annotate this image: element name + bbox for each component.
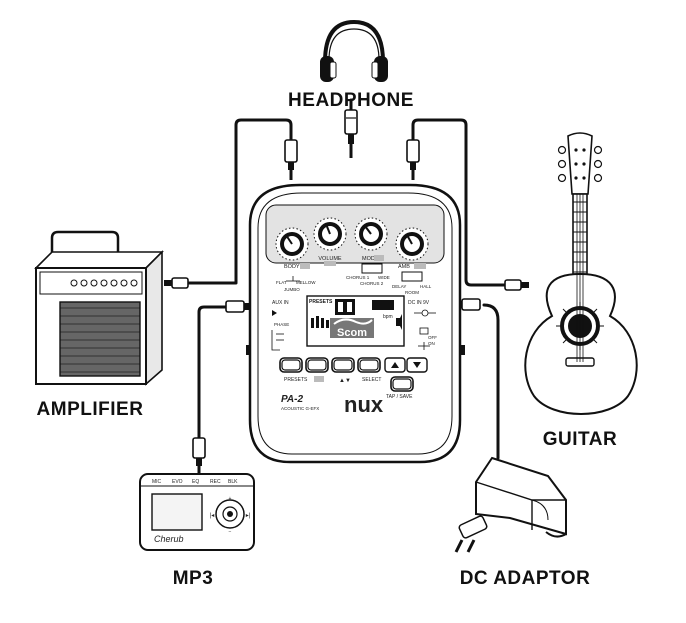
presets-display-label: PRESETS	[309, 299, 333, 305]
chorus2-label: CHORUS 2	[360, 281, 384, 286]
room-label: ROOM	[405, 290, 419, 295]
cable-amplifier	[181, 268, 238, 285]
phase-switch[interactable]	[271, 330, 284, 351]
mp3-button-label: BLK	[228, 479, 238, 485]
cable-right-top	[411, 118, 510, 287]
power-on-label: ON	[428, 341, 435, 346]
knob-amb[interactable]	[395, 227, 429, 261]
knob-body[interactable]	[275, 227, 309, 261]
mp3-label: MP3	[173, 568, 214, 589]
bpm-label: bpm	[383, 314, 393, 320]
knob-label-volume: VOLUME	[318, 256, 342, 262]
select-button[interactable]	[357, 357, 381, 373]
svg-text:+: +	[229, 496, 232, 502]
down-button[interactable]	[406, 357, 428, 373]
plug-guitar	[504, 279, 529, 291]
mp3-player-icon: |◂ ▸| + −	[139, 473, 255, 551]
plug-aux	[225, 300, 252, 313]
aux-in-label: AUX IN	[272, 300, 289, 306]
hall-label: HALL	[420, 284, 432, 289]
mp3-logo: Cherub	[154, 534, 184, 544]
amplifier-icon	[34, 230, 164, 386]
mellow-label: MELLOW	[296, 280, 316, 285]
mp3-button-row: MIC EVO EQ REC BLK	[152, 479, 238, 485]
chorus1-label: CHORUS 1	[346, 275, 370, 280]
cable-left-top	[234, 118, 293, 272]
svg-text:▸|: ▸|	[246, 513, 251, 519]
jumbo-label: JUMBO	[284, 287, 300, 292]
plug-left-top	[284, 139, 298, 180]
wide-label: WIDE	[378, 275, 390, 280]
guitar-label: GUITAR	[543, 429, 617, 450]
plug-mp3	[192, 437, 206, 474]
updown-icon: ▲▼	[339, 378, 351, 384]
tap-save-label: TAP / SAVE	[386, 394, 413, 400]
mp3-button-label: EQ	[192, 479, 199, 485]
knob-label-mod: MOD	[362, 256, 375, 262]
footswitch-button-3[interactable]	[331, 357, 355, 373]
dc-polarity-icon	[414, 309, 436, 317]
knob-label-body: BODY	[284, 264, 300, 270]
footswitch-button-2[interactable]	[305, 357, 329, 373]
phase-label: PHASE	[274, 322, 289, 327]
mp3-button-label: MIC	[152, 479, 162, 485]
aux-in-arrow-icon	[272, 310, 277, 316]
triangle-up-icon	[391, 362, 399, 368]
presets-button-label: PRESETS	[284, 377, 308, 383]
flat-label: FLAT	[276, 280, 287, 285]
guitar-icon	[524, 132, 638, 415]
select-button-label: SELECT	[362, 377, 381, 383]
lcd-display	[306, 295, 405, 347]
amplifier-label: AMPLIFIER	[37, 399, 144, 420]
dc-adaptor-icon	[454, 456, 567, 553]
dc-adaptor-label: DC ADAPTOR	[460, 568, 591, 589]
power-switch[interactable]	[418, 327, 430, 350]
plug-amplifier	[164, 277, 189, 289]
brand-logo: nux	[344, 392, 384, 417]
svg-text:|◂: |◂	[210, 513, 215, 519]
headphone-icon	[320, 19, 388, 82]
presets-button[interactable]	[279, 357, 303, 373]
knob-volume[interactable]	[313, 217, 347, 251]
knob-mod[interactable]	[354, 217, 388, 251]
mp3-button-label: EVO	[172, 479, 183, 485]
tap-save-button[interactable]	[390, 376, 414, 392]
model-name: PA-2	[281, 394, 303, 405]
cable-dc	[482, 303, 500, 460]
cable-mp3	[197, 305, 235, 442]
mp3-button-label: REC	[210, 479, 221, 485]
screen-logo: Scom	[337, 327, 367, 339]
up-button[interactable]	[384, 357, 406, 373]
plug-headphone	[344, 109, 358, 158]
svg-text:−: −	[229, 529, 232, 535]
knob-label-amb: AMB	[398, 264, 410, 270]
dc-in-label: DC IN 9V	[408, 300, 430, 306]
delay-label: DELAY	[392, 284, 406, 289]
triangle-down-icon	[413, 362, 421, 368]
power-off-label: OFF	[428, 335, 437, 340]
plug-right-top	[406, 139, 420, 180]
model-subtitle: ACOUSTIC G-EFX	[281, 406, 319, 411]
headphone-label: HEADPHONE	[288, 90, 414, 111]
